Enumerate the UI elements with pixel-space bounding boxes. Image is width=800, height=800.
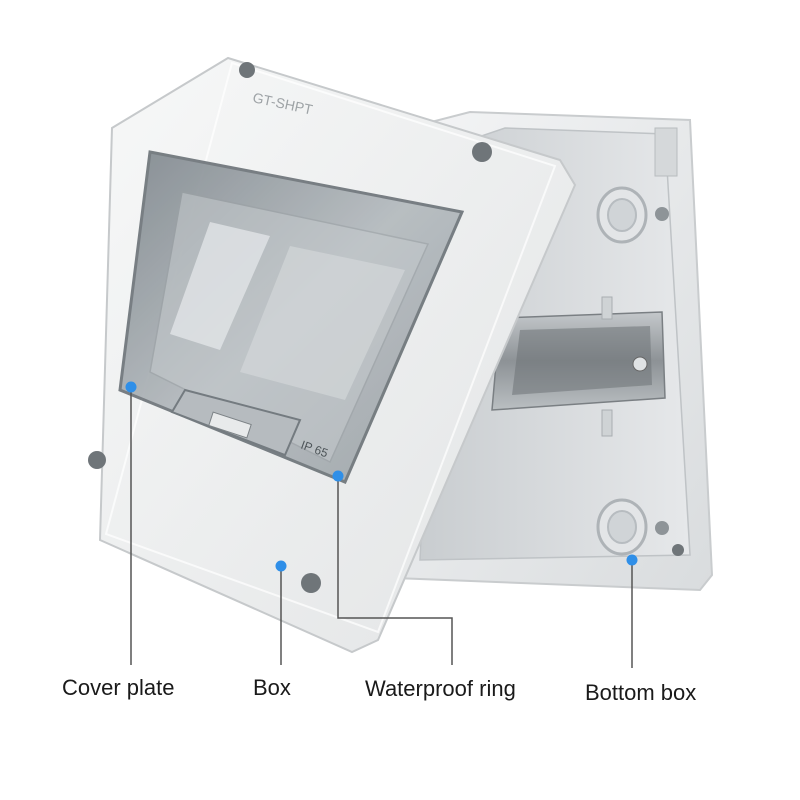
label-waterproof-ring: Waterproof ring <box>365 676 516 701</box>
label-cover-plate: Cover plate <box>62 675 175 700</box>
label-box: Box <box>253 675 291 700</box>
cover-plate: IP 65 <box>118 150 465 484</box>
marker-bottom-box <box>626 554 638 566</box>
callout-markers <box>125 381 638 572</box>
marker-waterproof-ring <box>332 470 344 482</box>
marker-cover-plate <box>125 381 137 393</box>
din-rail <box>491 296 666 437</box>
marker-box <box>275 560 287 572</box>
leader-lines <box>130 387 633 668</box>
leader-waterproof-ring <box>337 476 453 665</box>
label-bottom-box: Bottom box <box>585 680 697 705</box>
